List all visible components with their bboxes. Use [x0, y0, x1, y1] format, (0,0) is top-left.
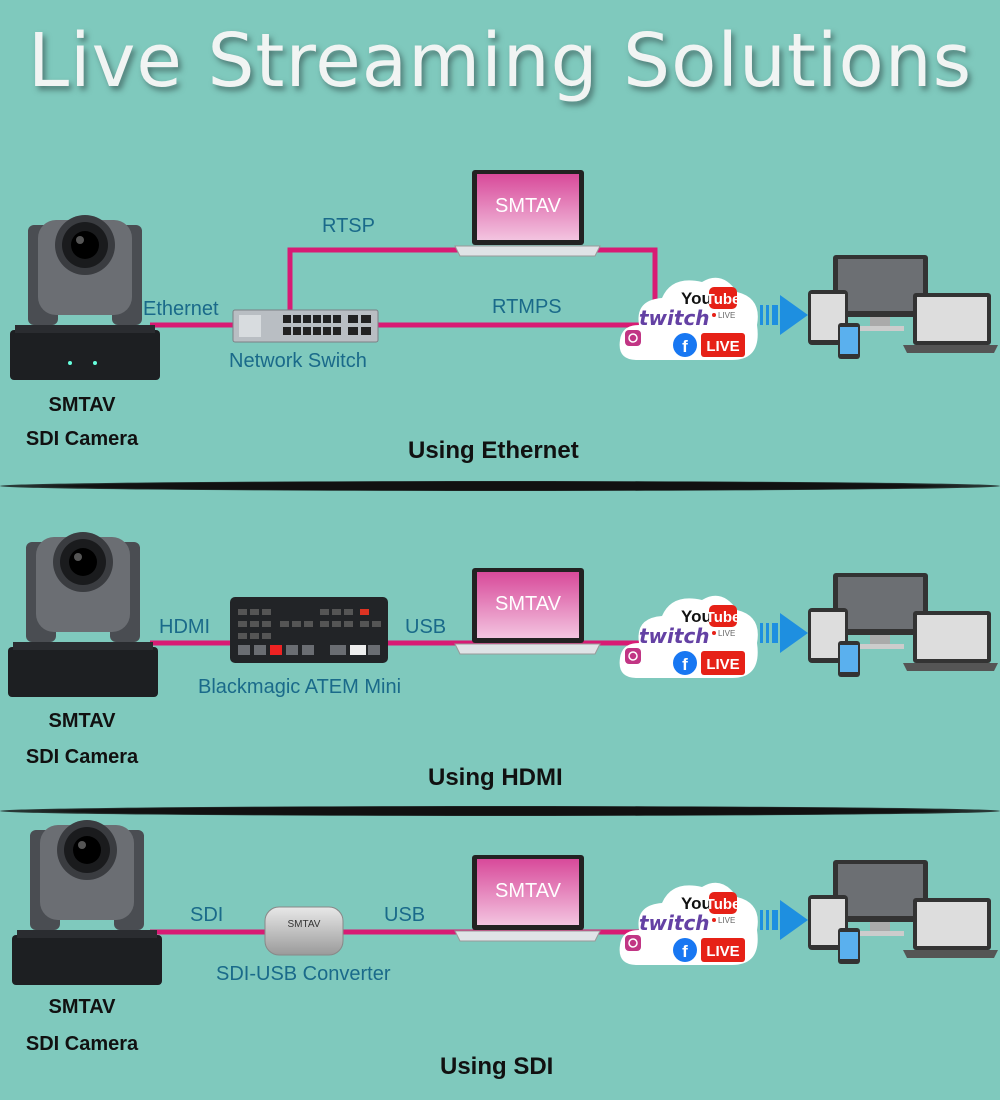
twitch-text: twitch: [639, 624, 710, 648]
laptop-icon: SMTAV: [454, 855, 601, 942]
link-sdi-label: SDI: [190, 904, 224, 926]
camera-brand-label: SMTAV: [48, 996, 116, 1018]
atem-mini-icon: [230, 597, 388, 663]
page-title: Live Streaming Solutions: [27, 18, 973, 104]
section-divider: [0, 806, 1000, 816]
devices-icon: [808, 860, 998, 964]
streaming-cloud-icon: You Tube twitch LIVE f LIVE: [619, 277, 758, 360]
network-switch-label: Network Switch: [229, 350, 367, 372]
youtube-tube-text: Tube: [706, 609, 741, 626]
section-hdmi: SMTAV SDI Camera HDMI Blackmagic ATEM Mi…: [0, 500, 1000, 810]
youtube-you-text: You: [681, 607, 712, 626]
network-switch-icon: [232, 309, 379, 343]
camera-model-label: SDI Camera: [25, 428, 139, 450]
svg-text:f: f: [682, 942, 688, 961]
laptop-screen-text: SMTAV: [495, 593, 562, 615]
youtube-live-small: LIVE: [718, 916, 735, 925]
arrow-right-icon: [760, 900, 808, 940]
laptop-screen-text: SMTAV: [495, 195, 562, 217]
camera-model-label: SDI Camera: [25, 746, 139, 768]
laptop-screen-text: SMTAV: [495, 880, 562, 902]
atem-mini-label: Blackmagic ATEM Mini: [198, 676, 402, 698]
link-hdmi-label: HDMI: [159, 616, 211, 638]
twitch-text: twitch: [639, 306, 710, 330]
sdi-usb-converter-label: SDI-USB Converter: [216, 963, 391, 985]
camera-brand-label: SMTAV: [48, 394, 116, 416]
link-rtsp-label: RTSP: [322, 215, 375, 237]
youtube-you-text: You: [681, 894, 712, 913]
caption-ethernet: Using Ethernet: [408, 437, 579, 464]
youtube-live-small: LIVE: [718, 629, 735, 638]
ptz-camera-icon: [8, 532, 158, 697]
camera-brand-label: SMTAV: [48, 710, 116, 732]
section-divider: [0, 481, 1000, 491]
streaming-cloud-icon: You Tube twitch LIVE f LIVE: [619, 595, 758, 678]
laptop-icon: SMTAV: [454, 170, 601, 257]
camera-model-label: SDI Camera: [25, 1033, 139, 1055]
twitch-text: twitch: [639, 911, 710, 935]
caption-hdmi: Using HDMI: [428, 764, 563, 791]
live-badge-text: LIVE: [706, 338, 739, 355]
youtube-tube-text: Tube: [706, 291, 741, 308]
link-usb-label: USB: [405, 616, 447, 638]
youtube-you-text: You: [681, 289, 712, 308]
live-badge-text: LIVE: [706, 656, 739, 673]
youtube-live-small: LIVE: [718, 311, 735, 320]
link-rtmps-label: RTMPS: [492, 296, 562, 318]
ptz-camera-icon: [12, 820, 162, 985]
streaming-cloud-icon: You Tube twitch LIVE f LIVE: [619, 882, 758, 965]
svg-text:f: f: [682, 337, 688, 356]
ptz-camera-icon: [10, 215, 160, 380]
svg-text:f: f: [682, 655, 688, 674]
section-ethernet: SMTAV SDI Camera Ethernet Network Switch…: [0, 0, 1000, 480]
devices-icon: [808, 573, 998, 677]
arrow-right-icon: [760, 295, 808, 335]
link-usb-label: USB: [384, 904, 426, 926]
caption-sdi: Using SDI: [440, 1053, 554, 1080]
section-sdi: SMTAV SDI Camera SDI SMTAV SDI-USB Conve…: [0, 815, 1000, 1100]
live-badge-text: LIVE: [706, 943, 739, 960]
laptop-icon: SMTAV: [454, 568, 601, 655]
link-ethernet-label: Ethernet: [143, 298, 219, 320]
sdi-usb-converter-icon: SMTAV: [264, 906, 344, 956]
converter-text: SMTAV: [288, 919, 321, 930]
arrow-right-icon: [760, 613, 808, 653]
devices-icon: [808, 255, 998, 359]
youtube-tube-text: Tube: [706, 896, 741, 913]
